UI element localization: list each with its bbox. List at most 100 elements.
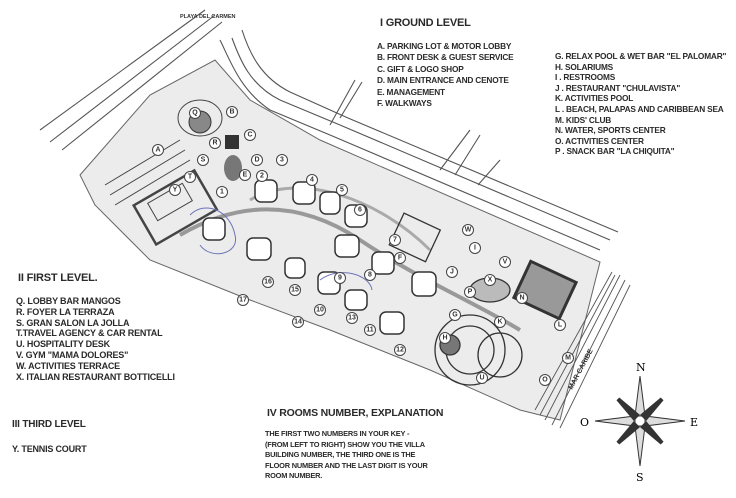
- compass-east: E: [690, 416, 698, 429]
- marker-label: 14: [294, 319, 302, 326]
- legend-item: A. PARKING LOT & MOTOR LOBBY: [377, 41, 512, 51]
- marker-label: 1: [220, 189, 224, 196]
- marker-circle: [197, 154, 209, 166]
- map-marker-M: M: [562, 352, 574, 364]
- marker-label: E: [243, 172, 248, 179]
- marker-circle: [516, 292, 528, 304]
- ground-level-list-left: A. PARKING LOT & MOTOR LOBBY B. FRONT DE…: [377, 41, 514, 109]
- marker-circle: [389, 234, 401, 246]
- legend-item: I . RESTROOMS: [555, 72, 616, 83]
- ground-level-title: I GROUND LEVEL: [380, 17, 471, 29]
- marker-circle: [314, 304, 326, 316]
- map-marker-W: W: [462, 224, 474, 236]
- legend-item: U. HOSPITALITY DESK: [16, 339, 110, 350]
- legend-item: S. GRAN SALON LA JOLLA: [16, 317, 130, 328]
- marker-circle: [554, 319, 566, 331]
- marker-circle: [292, 316, 304, 328]
- map-marker-D: D: [251, 154, 263, 166]
- text-line: FLOOR NUMBER AND THE LAST DIGIT IS YOUR: [265, 460, 428, 470]
- marker-circle: [256, 170, 268, 182]
- marker-label: 10: [316, 307, 324, 314]
- marker-label: 3: [280, 157, 284, 164]
- map-marker-X: X: [484, 274, 496, 286]
- map-marker-K: K: [494, 316, 506, 328]
- marker-label: 8: [368, 272, 372, 279]
- marker-label: X: [488, 277, 493, 284]
- compass-rose-icon: N S E O: [580, 361, 698, 484]
- marker-circle: [394, 252, 406, 264]
- marker-circle: [306, 174, 318, 186]
- legend-item: R. FOYER LA TERRAZA: [16, 306, 115, 317]
- marker-circle: [152, 144, 164, 156]
- marker-circle: [562, 352, 574, 364]
- marker-label: 16: [264, 279, 272, 286]
- map-marker-N: N: [516, 292, 528, 304]
- marker-label: K: [497, 319, 502, 326]
- map-marker-5: 5: [336, 184, 348, 196]
- map-marker-7: 7: [389, 234, 401, 246]
- marker-circle: [209, 137, 221, 149]
- marker-label: T: [188, 174, 193, 181]
- map-marker-C: C: [244, 129, 256, 141]
- villa-buildings: [202, 179, 437, 335]
- legend-item: O. ACTIVITIES CENTER: [555, 135, 644, 146]
- marker-label: F: [398, 255, 403, 262]
- map-marker-I: I: [469, 242, 481, 254]
- marker-label: 15: [291, 287, 299, 294]
- legend-item: M. KIDS' CLUB: [555, 114, 612, 125]
- marker-label: 13: [348, 315, 356, 322]
- marker-label: L: [558, 322, 563, 329]
- map-marker-3: 3: [276, 154, 288, 166]
- compass-north: N: [636, 361, 646, 374]
- marker-circle: [476, 372, 488, 384]
- map-marker-10: 10: [314, 304, 326, 316]
- marker-circle: [262, 276, 274, 288]
- marker-circle: [446, 266, 458, 278]
- legend-item: Q. LOBBY BAR MANGOS: [16, 296, 121, 306]
- rooms-explanation-title: IV ROOMS NUMBER, EXPLANATION: [267, 407, 444, 419]
- legend-item: P . SNACK BAR "LA CHIQUITA": [555, 146, 675, 157]
- marker-circle: [364, 324, 376, 336]
- marker-circle: [494, 316, 506, 328]
- marker-circle: [184, 171, 196, 183]
- map-marker-V: V: [499, 256, 511, 268]
- map-marker-8: 8: [364, 269, 376, 281]
- compass-west: O: [580, 416, 589, 429]
- ground-level-list-right: G. RELAX POOL & WET BAR "EL PALOMAR" H. …: [555, 51, 726, 157]
- map-marker-9: 9: [334, 272, 346, 284]
- map-marker-F: F: [394, 252, 406, 264]
- marker-circle: [469, 242, 481, 254]
- marker-label: O: [542, 377, 548, 384]
- marker-label: 12: [396, 347, 404, 354]
- compass-south: S: [636, 471, 644, 484]
- marker-circle: [464, 286, 476, 298]
- marker-circle: [336, 184, 348, 196]
- map-marker-Q: Q: [189, 107, 201, 119]
- marker-circle: [226, 106, 238, 118]
- text-line: (FROM LEFT TO RIGHT) SHOW YOU THE VILLA: [265, 439, 425, 449]
- handwritten-marks: [189, 207, 373, 291]
- marker-label: R: [212, 140, 217, 147]
- marker-label: S: [201, 157, 206, 164]
- marker-label: J: [450, 269, 454, 276]
- legend-item: E. MANAGEMENT: [377, 86, 445, 97]
- map-marker-T: T: [184, 171, 196, 183]
- marker-label: V: [503, 259, 508, 266]
- map-marker-11: 11: [364, 324, 376, 336]
- marker-circle: [539, 374, 551, 386]
- map-marker-4: 4: [306, 174, 318, 186]
- marker-circle: [346, 312, 358, 324]
- marker-label: 17: [239, 297, 247, 304]
- text-line: BUILDING NUMBER, THE THIRD ONE IS THE: [265, 450, 416, 460]
- marker-circle: [484, 274, 496, 286]
- marker-label: A: [155, 147, 160, 154]
- map-marker-O: O: [539, 374, 551, 386]
- marker-circle: [449, 309, 461, 321]
- marker-label: 6: [358, 207, 362, 214]
- map-marker-E: E: [239, 169, 251, 181]
- map-marker-H: H: [439, 332, 451, 344]
- marker-label: N: [519, 295, 524, 302]
- marker-label: B: [229, 109, 234, 116]
- map-marker-P: P: [464, 286, 476, 298]
- marker-label: U: [479, 375, 484, 382]
